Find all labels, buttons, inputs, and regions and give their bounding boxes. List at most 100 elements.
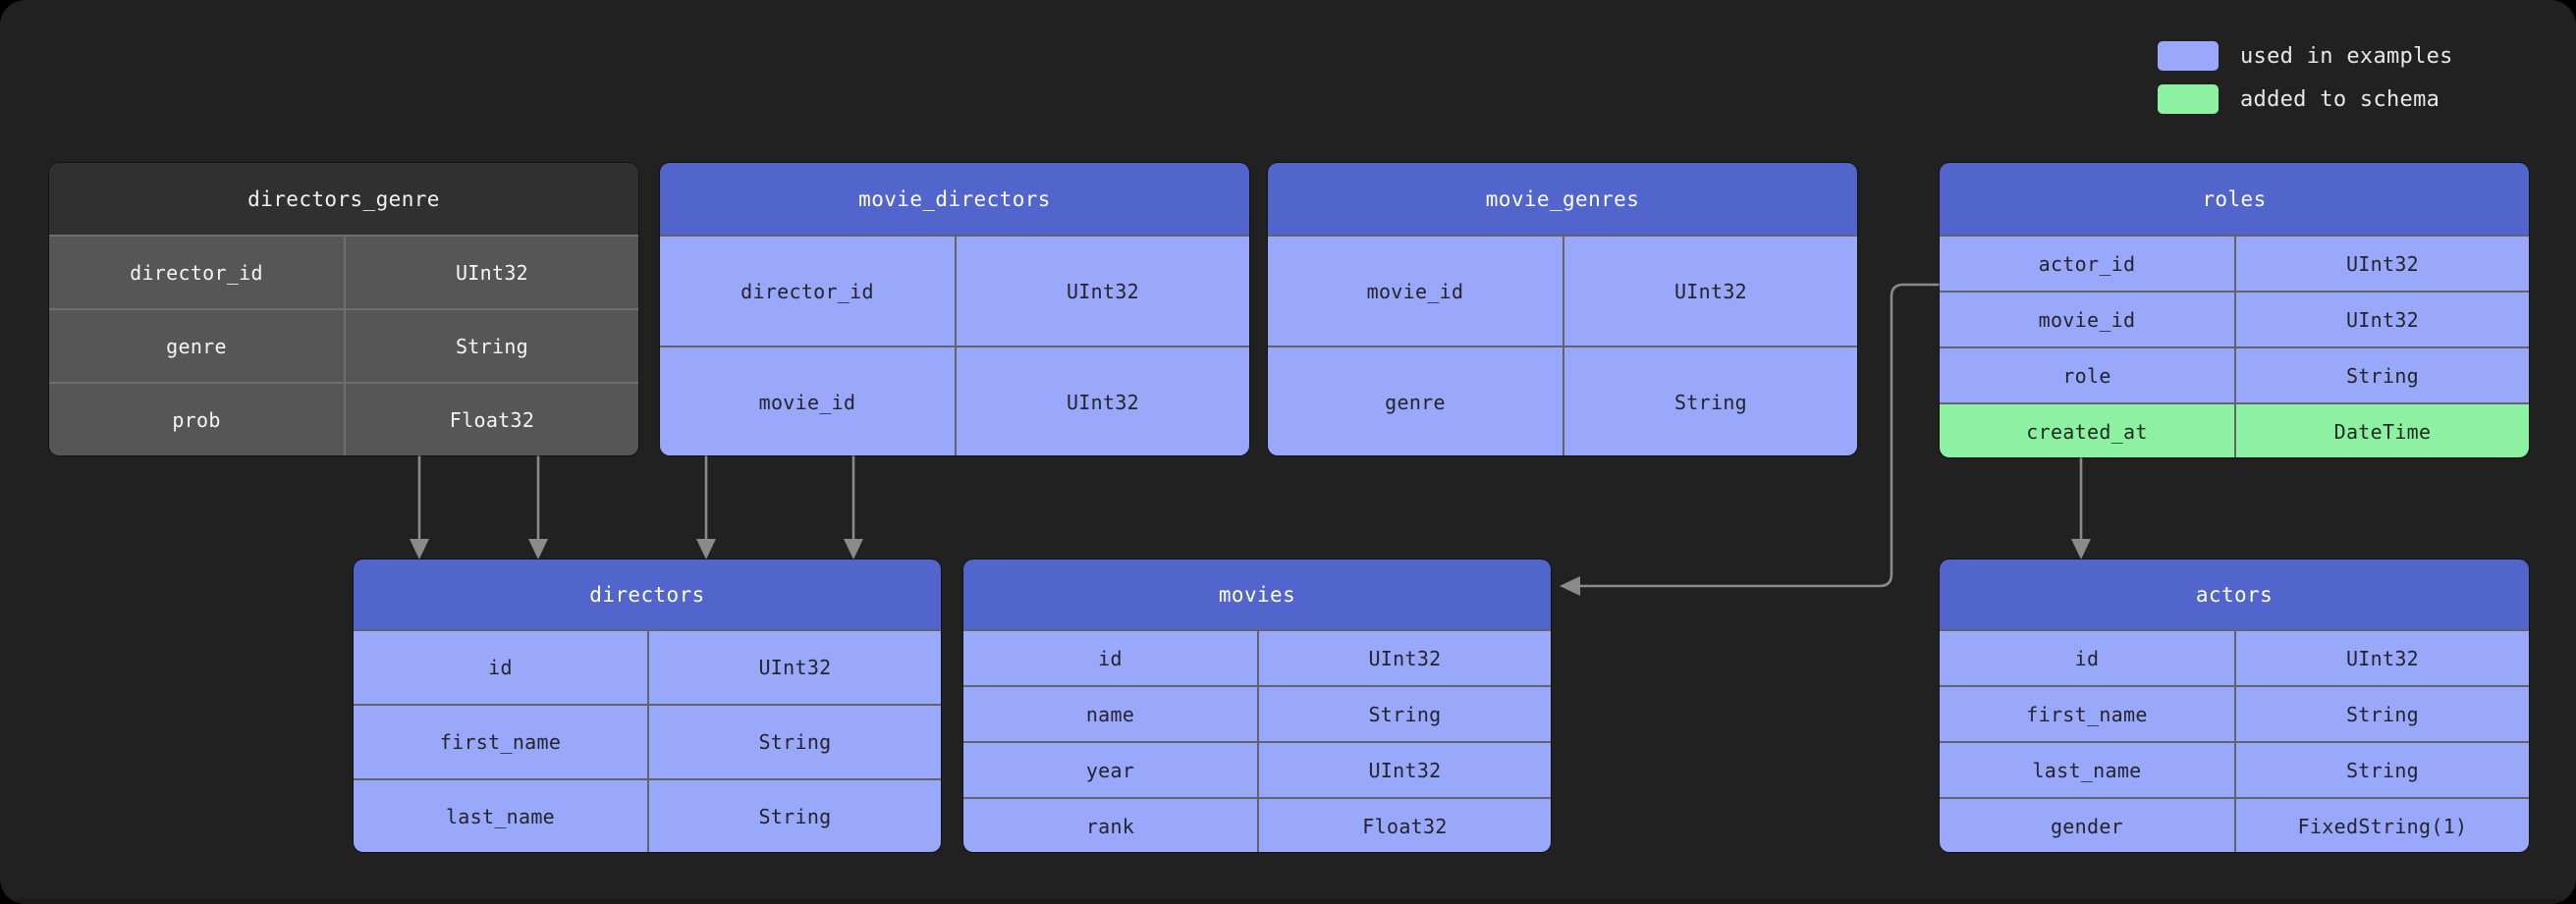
column-type-cell: UInt32 bbox=[1562, 235, 1857, 346]
legend-item-added-to-schema: added to schema bbox=[2158, 84, 2486, 114]
column-name-cell: id bbox=[1940, 629, 2234, 685]
arrow-down-icon-roles-to-actors bbox=[2071, 457, 2091, 559]
arrow-down-icon-movie-directors-to-movies bbox=[696, 455, 716, 559]
legend-label-used-in-examples: used in examples bbox=[2240, 43, 2453, 69]
table-title-directors: directors bbox=[354, 559, 941, 629]
column-name-cell: gender bbox=[1940, 797, 2234, 852]
arrow-down-icon-movie-directors-to-directors bbox=[528, 455, 548, 559]
column-type-cell: String bbox=[1257, 685, 1551, 741]
column-name-cell: created_at bbox=[1940, 402, 2234, 457]
column-name-cell: first_name bbox=[354, 704, 647, 778]
table-title-movie_genres: movie_genres bbox=[1268, 163, 1857, 235]
column-type-cell: String bbox=[1562, 346, 1857, 455]
column-name-cell: rank bbox=[963, 797, 1257, 852]
column-type-cell: UInt32 bbox=[955, 346, 1249, 455]
column-name-cell: first_name bbox=[1940, 685, 2234, 741]
column-name-cell: role bbox=[1940, 346, 2234, 402]
legend: used in examples added to schema bbox=[2158, 41, 2486, 114]
column-name-cell: director_id bbox=[660, 235, 955, 346]
column-name-cell: genre bbox=[49, 308, 344, 382]
table-title-movie_directors: movie_directors bbox=[660, 163, 1249, 235]
column-type-cell: UInt32 bbox=[647, 629, 941, 704]
column-name-cell: id bbox=[354, 629, 647, 704]
column-name-cell: name bbox=[963, 685, 1257, 741]
column-type-cell: String bbox=[344, 308, 638, 382]
column-type-cell: UInt32 bbox=[2234, 629, 2529, 685]
column-type-cell: FixedString(1) bbox=[2234, 797, 2529, 852]
arrow-down-icon-directors-genre-to-directors bbox=[410, 455, 429, 559]
column-name-cell: movie_id bbox=[1940, 291, 2234, 346]
column-type-cell: UInt32 bbox=[955, 235, 1249, 346]
column-name-cell: year bbox=[963, 741, 1257, 797]
column-name-cell: prob bbox=[49, 382, 344, 455]
column-type-cell: String bbox=[2234, 741, 2529, 797]
column-name-cell: movie_id bbox=[1268, 235, 1562, 346]
column-type-cell: Float32 bbox=[344, 382, 638, 455]
table-title-directors_genre: directors_genre bbox=[49, 163, 638, 235]
column-name-cell: movie_id bbox=[660, 346, 955, 455]
column-name-cell: genre bbox=[1268, 346, 1562, 455]
column-type-cell: String bbox=[647, 778, 941, 852]
column-type-cell: DateTime bbox=[2234, 402, 2529, 457]
legend-label-added-to-schema: added to schema bbox=[2240, 86, 2440, 112]
column-type-cell: Float32 bbox=[1257, 797, 1551, 852]
bottom-cutoff-strip bbox=[0, 899, 2576, 904]
column-type-cell: UInt32 bbox=[2234, 291, 2529, 346]
color-swatch-green-icon bbox=[2158, 84, 2219, 114]
column-name-cell: last_name bbox=[1940, 741, 2234, 797]
color-swatch-blue-icon bbox=[2158, 41, 2219, 71]
column-name-cell: director_id bbox=[49, 235, 344, 308]
column-type-cell: UInt32 bbox=[1257, 629, 1551, 685]
column-name-cell: last_name bbox=[354, 778, 647, 852]
column-type-cell: UInt32 bbox=[344, 235, 638, 308]
table-title-actors: actors bbox=[1940, 559, 2529, 629]
column-type-cell: String bbox=[647, 704, 941, 778]
column-type-cell: UInt32 bbox=[2234, 235, 2529, 291]
column-type-cell: String bbox=[2234, 685, 2529, 741]
table-title-roles: roles bbox=[1940, 163, 2529, 235]
column-type-cell: String bbox=[2234, 346, 2529, 402]
table-title-movies: movies bbox=[963, 559, 1551, 629]
arrow-down-icon-movie-genres-to-movies bbox=[844, 455, 863, 559]
column-type-cell: UInt32 bbox=[1257, 741, 1551, 797]
column-name-cell: id bbox=[963, 629, 1257, 685]
legend-item-used-in-examples: used in examples bbox=[2158, 41, 2486, 71]
